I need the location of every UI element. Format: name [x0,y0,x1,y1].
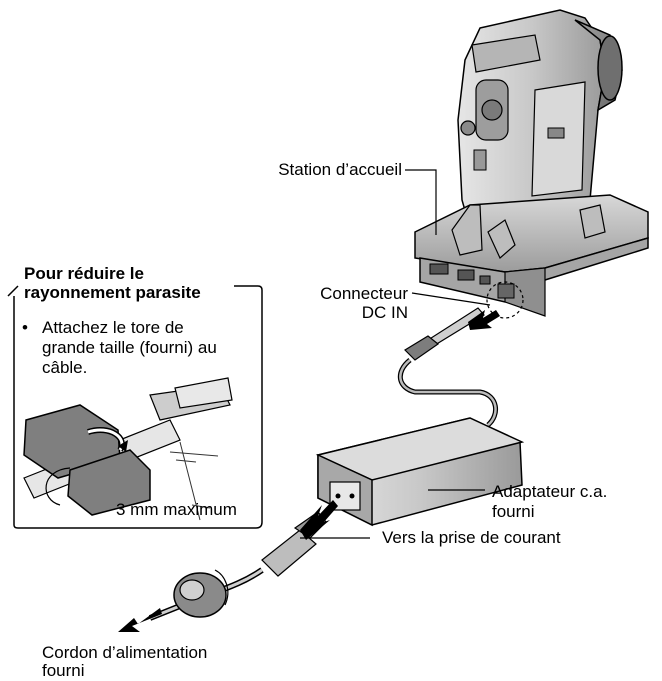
to-outlet-label: Vers la prise de courant [382,528,561,547]
inset-illustration [23,377,233,516]
bullet-dot: • [22,318,28,337]
adapter-label-line1: Adaptateur c.a. [492,482,608,501]
inset-frame [13,285,263,529]
leader-lines [300,169,491,539]
dc-in-highlight [486,281,524,319]
dc-in-label-line1: Connecteur [320,284,408,303]
power-cord-label-line2: fourni [42,661,85,680]
dc-in-label-line2: DC IN [361,303,408,322]
outlet-arrow [300,500,338,540]
inset-bullet-line3: câble. [42,358,88,377]
camera-icon [457,9,623,229]
inset-title-line2: rayonnement parasite [20,283,205,303]
inset-bullet-line1: Attachez le tore de [42,318,184,337]
insert-arrow [468,310,500,330]
adapter-label-line2: fourni [492,502,535,521]
docking-station-label: Station d’accueil [278,160,402,179]
inset-title-line1: Pour réduire le [24,264,144,283]
ferrite-core-icon [173,569,229,618]
measure-label: 3 mm maximum [116,500,237,519]
inset-bullet-line2: grande taille (fourni) au [42,338,217,357]
dimension-marker [169,441,219,521]
dc-plug [404,307,485,361]
ac-adapter [315,417,525,527]
power-cord-label-line1: Cordon d’alimentation [42,643,208,662]
cord-direction-arrow [118,608,162,632]
docking-station [414,194,649,317]
